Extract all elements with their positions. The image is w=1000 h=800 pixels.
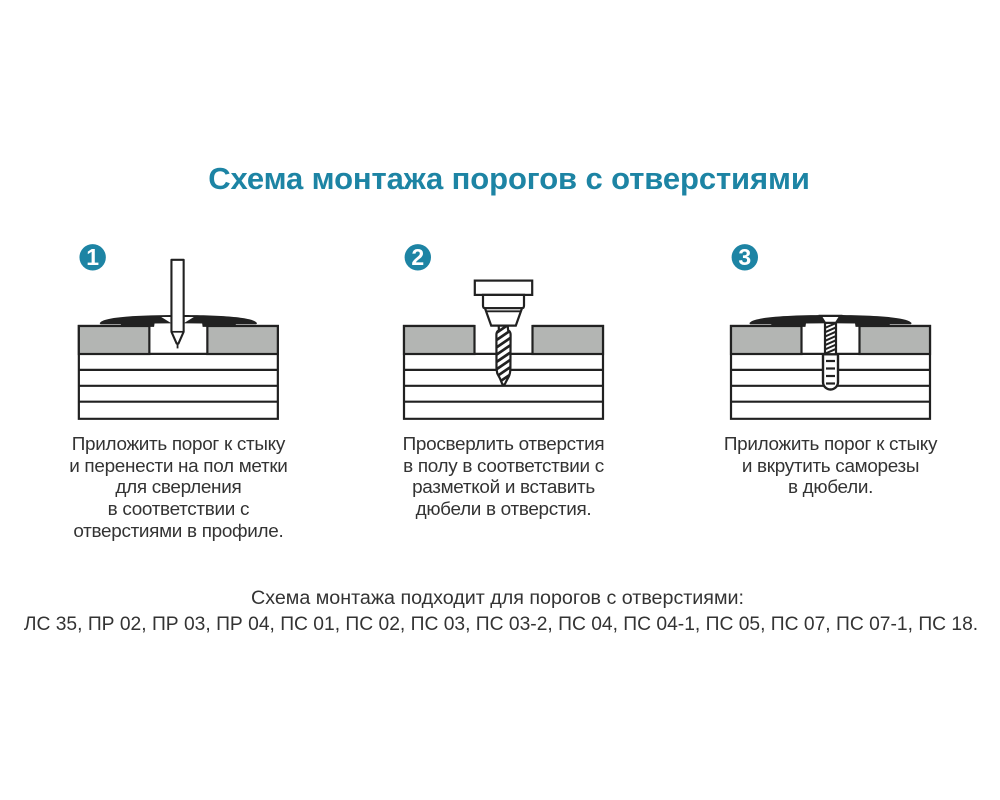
svg-text:3: 3 bbox=[738, 244, 751, 270]
svg-text:2: 2 bbox=[411, 244, 424, 270]
svg-text:1: 1 bbox=[86, 244, 99, 270]
